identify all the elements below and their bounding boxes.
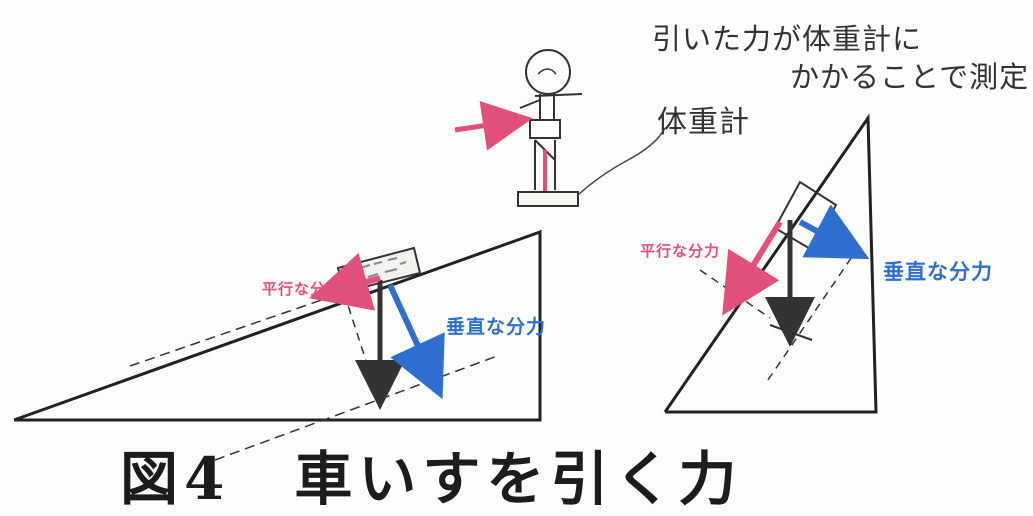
right-slope-group <box>663 113 878 414</box>
left-dashed-perp <box>343 292 383 411</box>
right-perpendicular-arrow <box>798 204 870 260</box>
pull-force-arrow <box>454 101 533 151</box>
left-perpendicular-label: 垂直な分力 <box>446 316 547 338</box>
right-slope-triangle <box>663 113 878 414</box>
left-slope-group <box>13 229 542 461</box>
right-parallel-arrow <box>722 220 783 316</box>
scale-label: 体重計 <box>657 105 750 140</box>
weighing-scale <box>517 191 579 207</box>
left-parallel-label: 平行な分力 <box>262 280 343 298</box>
left-dashed-parallel <box>129 294 337 367</box>
right-dashed-3 <box>767 244 861 381</box>
right-dashed-2 <box>769 324 813 341</box>
person-on-scale-group <box>454 49 666 207</box>
person-body <box>519 93 583 139</box>
left-slope-triangle <box>13 229 542 422</box>
figure-caption: 図4 車いすを引く力 <box>120 445 743 513</box>
annotation-line-2: かかることで測定 <box>790 60 1030 94</box>
scale-leader-line <box>577 127 666 196</box>
left-perpendicular-arrow <box>387 283 445 400</box>
right-perpendicular-label: 垂直な分力 <box>883 260 993 284</box>
person-head <box>525 49 571 95</box>
left-parallel-arrow <box>309 252 381 311</box>
annotation-line-1: 引いた力が体重計に <box>652 22 923 56</box>
right-parallel-label: 平行な分力 <box>640 242 721 260</box>
person-face <box>537 68 557 75</box>
